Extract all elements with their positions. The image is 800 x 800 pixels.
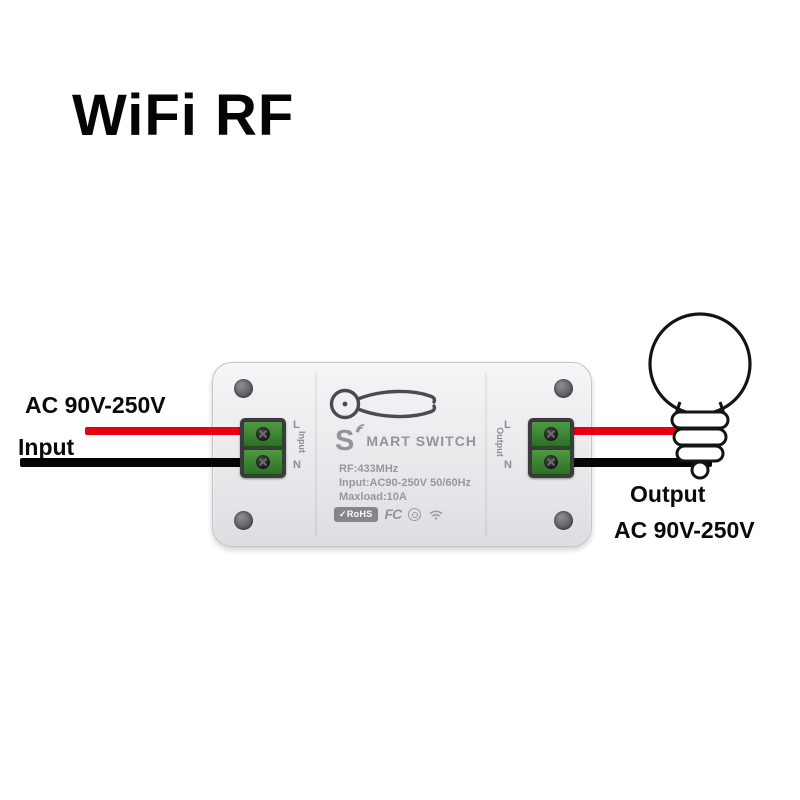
wifi-icon — [429, 510, 443, 520]
right-terminal-line-label: L — [504, 419, 511, 431]
output-terminal-block — [528, 418, 574, 478]
rohs-badge: ✓RoHS — [334, 506, 378, 522]
right-terminal-neutral-label: N — [504, 459, 512, 471]
signal-waves-icon — [356, 424, 365, 433]
terminal-screw — [256, 455, 270, 469]
spec-line: Input:AC90-250V 50/60Hz — [339, 477, 472, 489]
corner-screw — [234, 511, 253, 530]
left-terminal-neutral-label: N — [293, 459, 301, 471]
mounting-loop-icon — [329, 388, 437, 420]
terminal-cell — [243, 421, 283, 447]
input-label: Input — [18, 434, 75, 460]
terminal-cell — [243, 449, 283, 475]
panel-seam — [315, 373, 317, 536]
device-brand: S MART SWITCH — [329, 423, 483, 458]
output-live-wire — [545, 427, 690, 435]
spec-line: Maxload:10A — [339, 491, 407, 503]
left-terminal-side-label: Input — [297, 431, 307, 453]
terminal-screw — [544, 427, 558, 441]
terminal-screw — [544, 455, 558, 469]
brand-name: MART SWITCH — [366, 433, 477, 449]
left-terminal-line-label: L — [293, 419, 300, 431]
output-neutral-wire — [545, 458, 712, 467]
certification-row: ✓RoHS FC — [334, 506, 444, 522]
output-label: Output — [630, 481, 706, 507]
input-live-wire — [85, 427, 260, 435]
device-specs: RF:433MHz Input:AC90-250V 50/60Hz Maxloa… — [339, 462, 471, 504]
terminal-cell — [531, 449, 571, 475]
right-terminal-side-label: Output — [494, 427, 505, 457]
output-voltage-label: AC 90V-250V — [614, 517, 755, 543]
page-title: WiFi RF — [72, 83, 295, 148]
spec-line: RF:433MHz — [339, 463, 399, 475]
terminal-screw — [256, 427, 270, 441]
brand-letter: S — [335, 425, 355, 457]
input-voltage-label: AC 90V-250V — [25, 392, 166, 418]
fcc-mark: FC — [384, 506, 403, 522]
input-neutral-wire — [20, 458, 260, 467]
corner-screw — [554, 379, 573, 398]
terminal-cell — [531, 421, 571, 447]
light-bulb-icon — [648, 312, 752, 480]
corner-screw — [234, 379, 253, 398]
input-terminal-block — [240, 418, 286, 478]
certification-circle-icon — [408, 507, 422, 521]
corner-screw — [554, 511, 573, 530]
panel-seam — [485, 373, 487, 536]
